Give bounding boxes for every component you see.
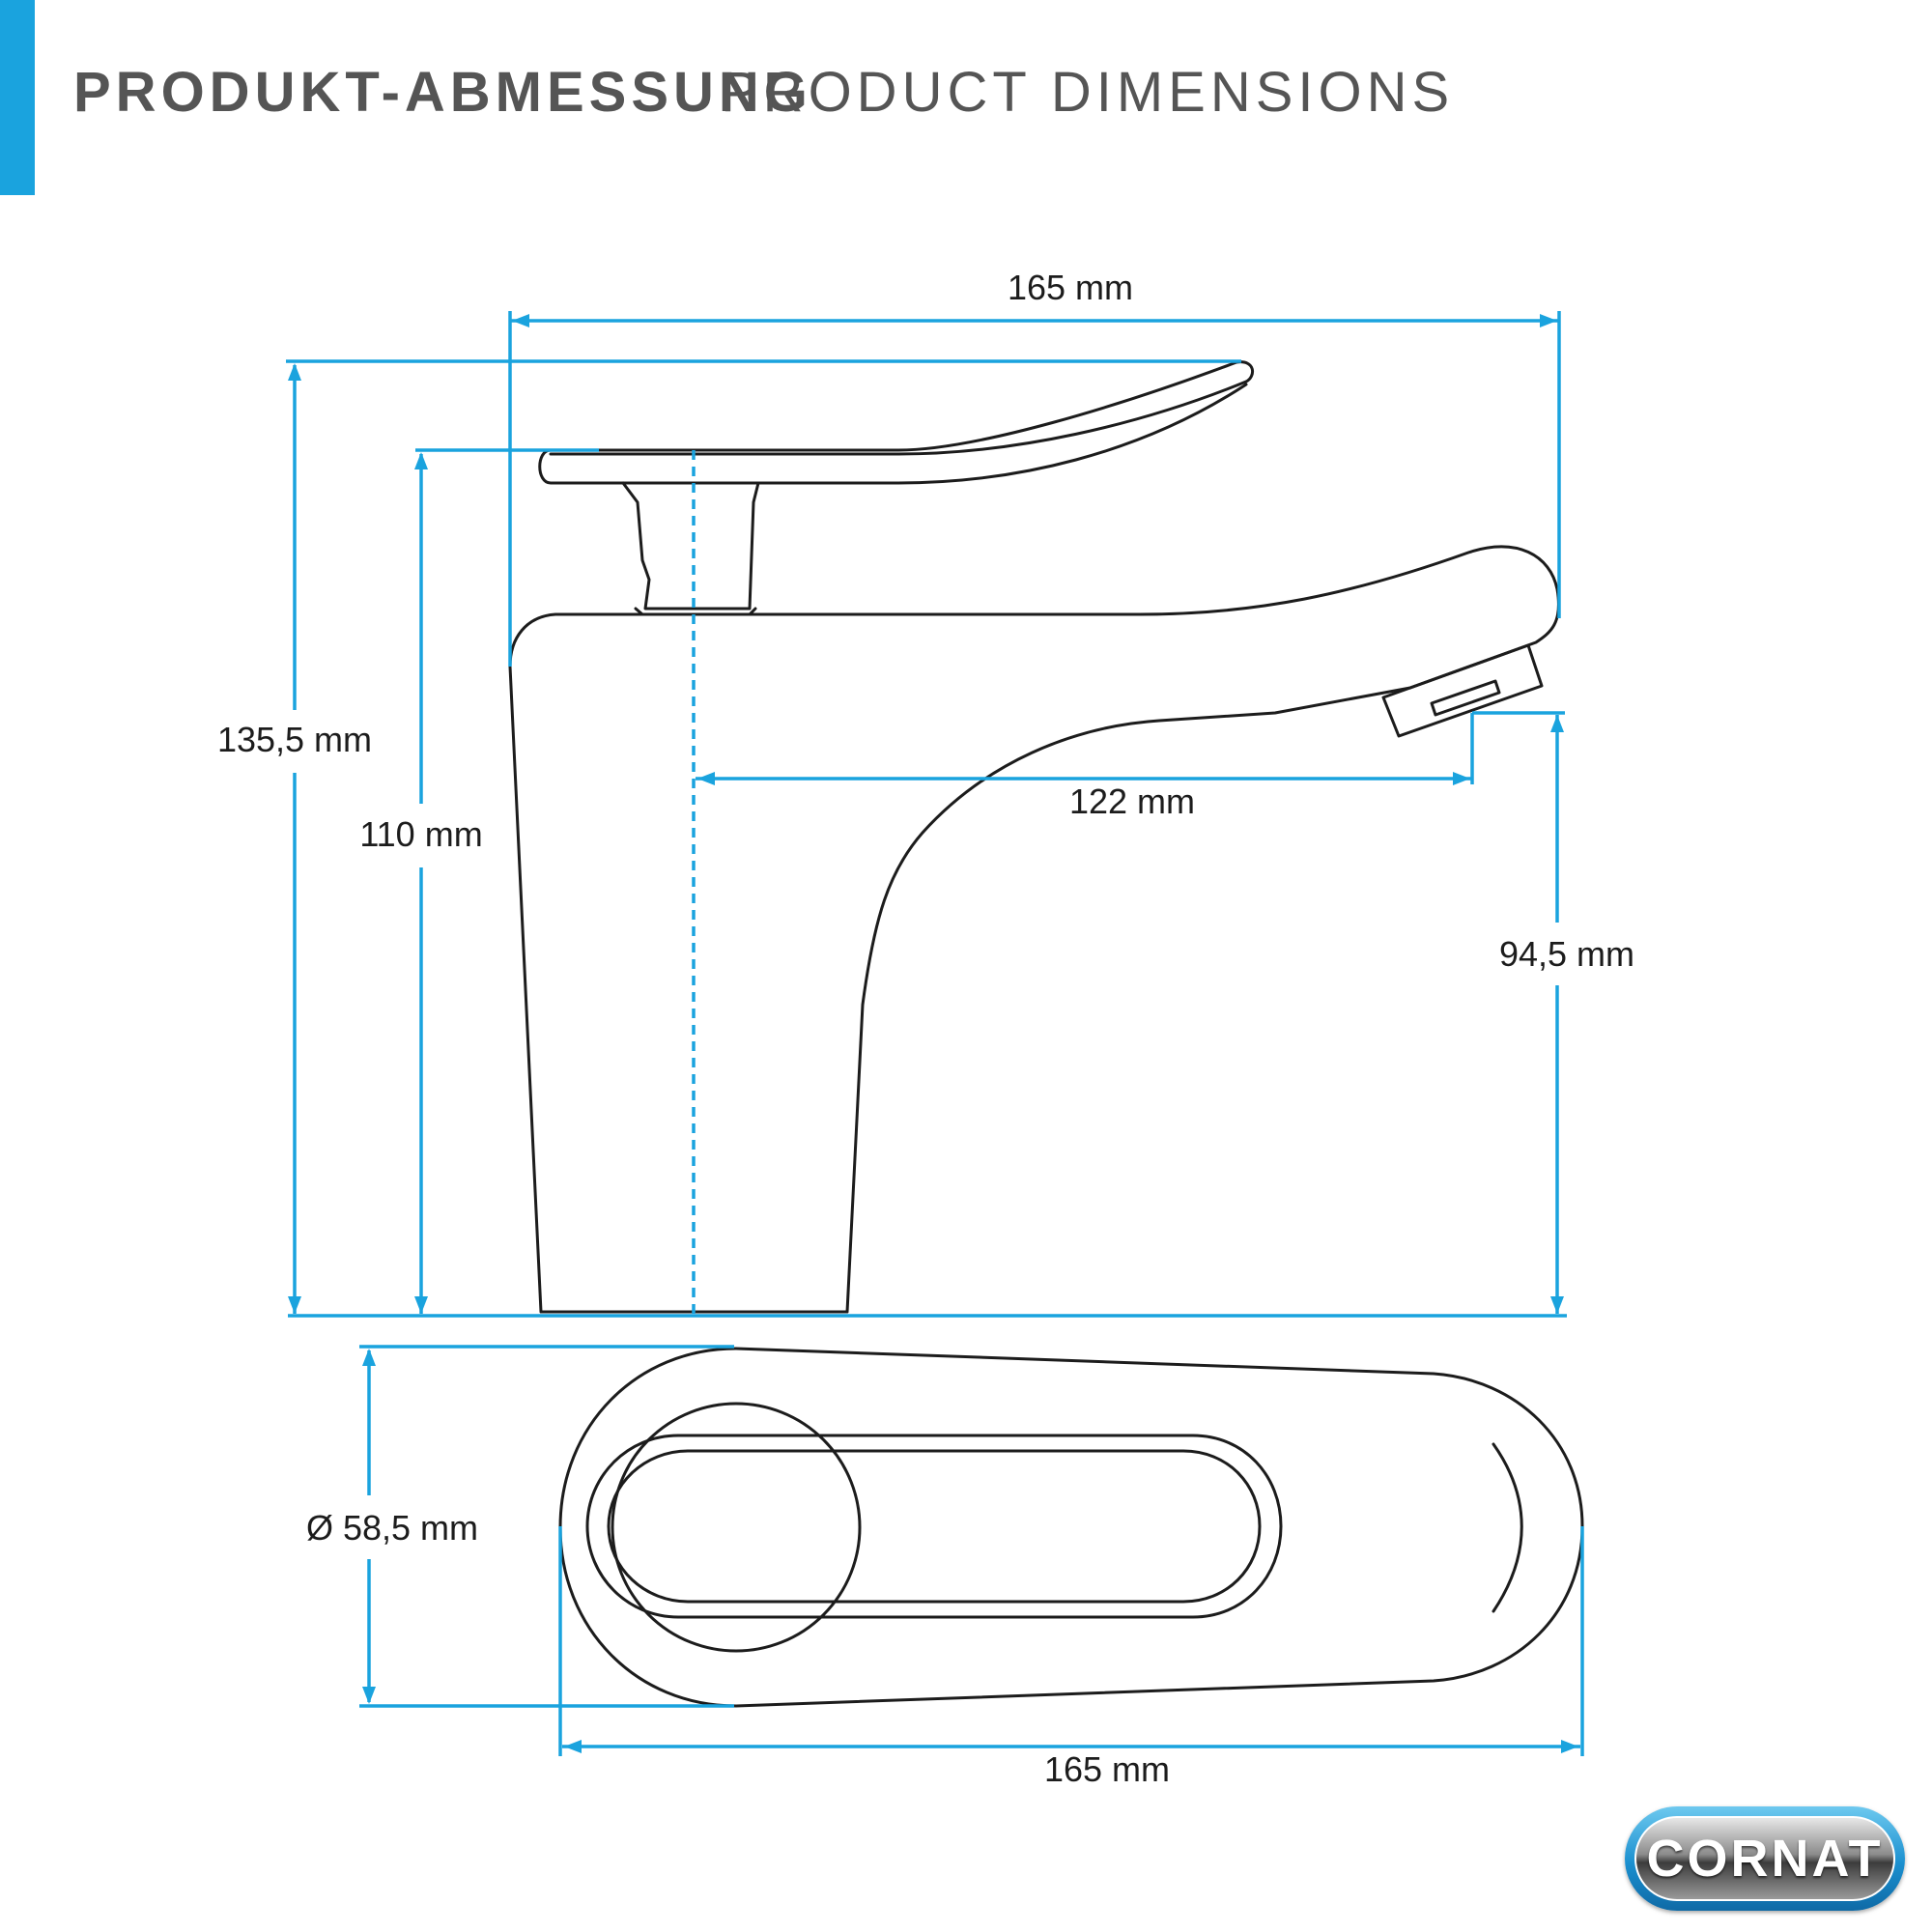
- diameter-arrow-top: [362, 1349, 376, 1366]
- top-width-arrow-left: [564, 1740, 582, 1753]
- body-height-label: 110 mm: [359, 814, 482, 854]
- brand-logo: CORNAT: [1625, 1806, 1905, 1911]
- faucet-top-view: [558, 1347, 1584, 1708]
- header-accent-bar: [0, 0, 35, 195]
- overall-height-label: 135,5 mm: [217, 720, 372, 759]
- spout-height-label: 94,5 mm: [1499, 934, 1634, 974]
- top-view-spout-arc: [1492, 1442, 1523, 1613]
- height-arrow-bottom: [288, 1296, 301, 1314]
- aerator-insert: [1430, 679, 1501, 717]
- width-arrow-right: [1540, 314, 1557, 327]
- reach-arrow-right: [1453, 772, 1470, 785]
- spout-height-arrow-top: [1550, 715, 1564, 732]
- page-title-english: PRODUCT DIMENSIONS: [721, 61, 1455, 124]
- spout-reach-label: 122 mm: [1069, 781, 1195, 821]
- diameter-arrow-bottom: [362, 1687, 376, 1704]
- top-view-handle-inner: [607, 1449, 1262, 1604]
- top-view-handle-outer: [585, 1434, 1283, 1619]
- base-diameter-label: Ø 58,5 mm: [306, 1508, 478, 1548]
- brand-logo-text: CORNAT: [1646, 1830, 1884, 1888]
- handle-stem-outline: [621, 481, 760, 611]
- faucet-side-view: [508, 360, 1560, 1314]
- body-height-arrow-bottom: [414, 1296, 428, 1314]
- reach-arrow-left: [697, 772, 715, 785]
- spout-height-arrow-bottom: [1550, 1296, 1564, 1314]
- handle-stem-collar: [634, 607, 757, 616]
- page-title-german: PRODUKT-ABMESSUNG: [73, 61, 812, 124]
- top-view-dimensions: [359, 1345, 1584, 1756]
- height-arrow-top: [288, 363, 301, 381]
- top-width-arrow-right: [1561, 1740, 1578, 1753]
- aerator-outline: [1381, 643, 1544, 738]
- body-height-arrow-top: [414, 452, 428, 469]
- width-arrow-left: [512, 314, 529, 327]
- brand-logo-badge: CORNAT: [1634, 1816, 1895, 1901]
- top-view-body-outline: [558, 1347, 1584, 1708]
- top-view-base-circle: [611, 1402, 862, 1653]
- overall-width-label: 165 mm: [1008, 268, 1133, 307]
- side-view-dimensions: [286, 311, 1567, 1318]
- faucet-body-outline: [508, 545, 1560, 1314]
- handle-lever-outline: [538, 360, 1255, 485]
- top-view-width-label: 165 mm: [1044, 1749, 1170, 1789]
